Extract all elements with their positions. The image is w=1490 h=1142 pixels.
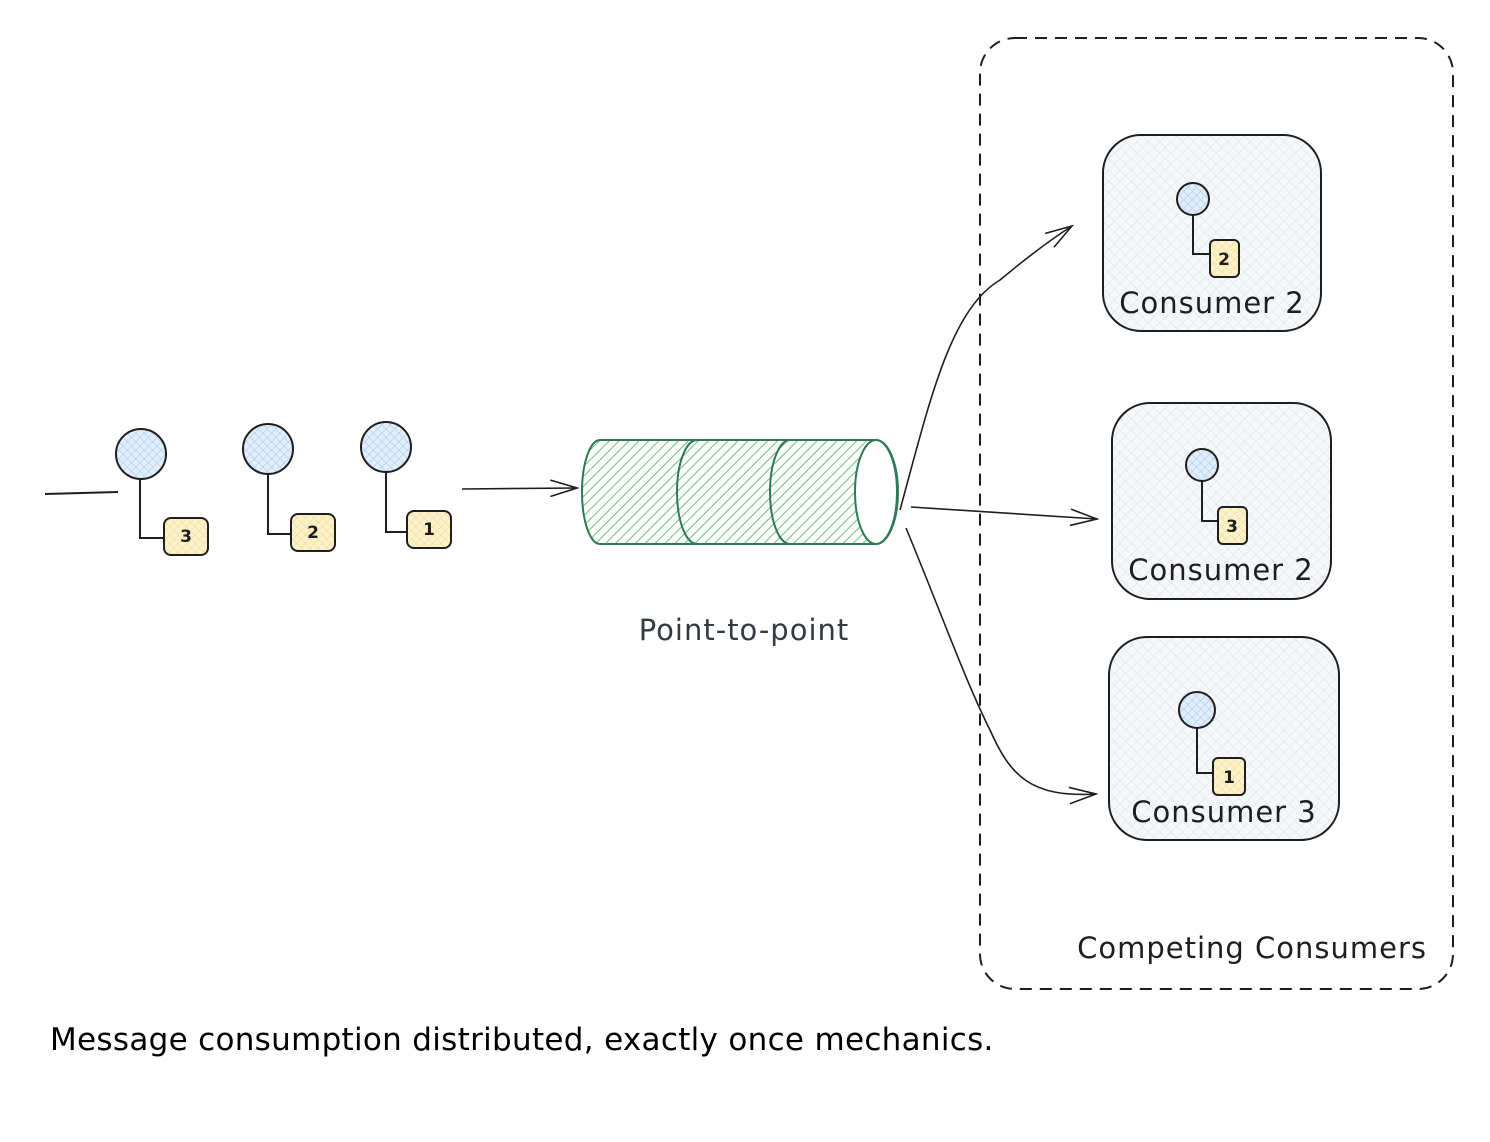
consumer-box-3: 1 Consumer 3 [1108, 636, 1340, 841]
message-badge-number: 2 [307, 523, 319, 543]
consumer-label: Consumer 2 [1119, 286, 1305, 320]
arrow-to-queue [461, 488, 577, 489]
producer-message-1: 1 [360, 421, 452, 549]
message-badge-number: 2 [1218, 250, 1230, 270]
message-connector [1201, 481, 1218, 522]
consumer-box-1: 2 Consumer 2 [1102, 134, 1322, 332]
message-badge [163, 517, 209, 556]
message-badge [1209, 239, 1240, 278]
consumer-label: Consumer 2 [1128, 553, 1314, 587]
message-connector [139, 479, 165, 539]
message-connector [267, 474, 292, 535]
producer-message-2: 2 [242, 423, 336, 552]
queue-segment-divider [769, 439, 791, 545]
diagram-caption: Message consumption distributed, exactly… [50, 1022, 994, 1058]
message-circle-icon [1185, 448, 1219, 482]
message-badge [1212, 757, 1246, 796]
message-connector [385, 472, 408, 533]
message-badge-number: 1 [423, 520, 435, 540]
arrow-to-consumer-3 [905, 527, 1096, 794]
message-badge [406, 510, 452, 549]
consumer-label: Consumer 3 [1131, 795, 1317, 829]
message-badge-number: 3 [180, 527, 192, 547]
message-circle-icon [1176, 182, 1210, 216]
consumer-box-2: 3 Consumer 2 [1111, 402, 1332, 600]
message-circle-icon [1178, 691, 1216, 729]
message-circle-icon [242, 423, 294, 475]
message-circle-icon [115, 428, 167, 480]
queue-segment-divider [676, 439, 698, 545]
group-label: Competing Consumers [1077, 931, 1427, 965]
queue-cylinder [581, 439, 899, 545]
producer-message-3: 3 [115, 428, 209, 556]
arrow-to-consumer-2 [910, 506, 1097, 519]
queue-label: Point-to-point [639, 613, 850, 647]
competing-consumers-group [979, 37, 1454, 990]
message-badge-number: 1 [1223, 768, 1235, 788]
queue-opening [854, 439, 898, 545]
message-badge-number: 3 [1226, 517, 1238, 537]
message-badge [290, 513, 336, 552]
message-connector [1196, 728, 1214, 774]
message-circle-icon [360, 421, 412, 473]
message-badge [1217, 506, 1248, 545]
message-connector [1192, 215, 1210, 255]
incoming-line [44, 491, 119, 495]
arrow-to-consumer-1 [899, 226, 1072, 511]
